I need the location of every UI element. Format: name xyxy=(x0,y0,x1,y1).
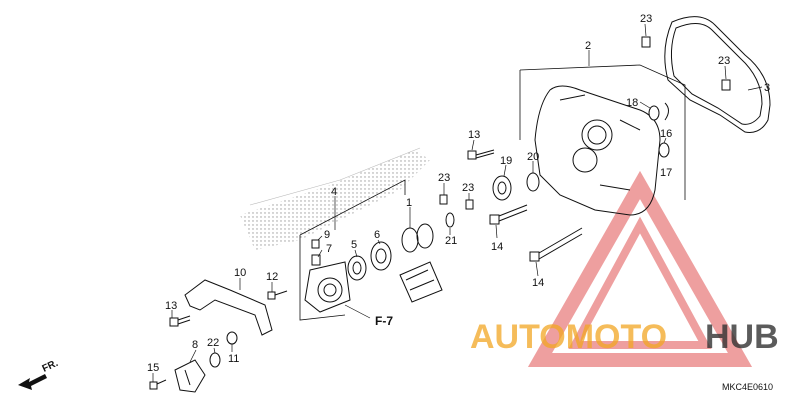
bearing xyxy=(492,175,512,201)
pump-body xyxy=(304,239,351,313)
seal-ring xyxy=(526,172,540,192)
label-part-23: 23 xyxy=(640,13,652,25)
label-part-14: 14 xyxy=(491,241,503,253)
label-part-2: 2 xyxy=(585,40,591,52)
label-part-13: 13 xyxy=(468,129,480,141)
bolt xyxy=(467,149,495,160)
o-ring xyxy=(658,142,670,158)
bolt xyxy=(169,315,191,327)
label-part-12: 12 xyxy=(266,271,278,283)
watermark-logo xyxy=(527,170,753,367)
o-ring xyxy=(401,227,419,253)
watermark-brand-a: AUTOMOTO xyxy=(470,318,667,356)
o-ring xyxy=(226,331,238,345)
front-direction-arrow: FR. xyxy=(18,358,60,390)
label-part-15: 15 xyxy=(147,362,159,374)
label-part-23: 23 xyxy=(438,172,450,184)
gasket-part xyxy=(664,16,771,133)
cover-part xyxy=(534,85,661,216)
label-part-6: 6 xyxy=(374,229,380,241)
diagram-code: MKC4E0610 xyxy=(722,382,773,392)
bracket-part xyxy=(184,279,273,336)
bolt xyxy=(267,290,288,300)
label-part-5: 5 xyxy=(351,239,357,251)
bolt xyxy=(489,204,528,225)
dowel-pin xyxy=(721,79,731,91)
label-part-17: 17 xyxy=(660,167,672,179)
bearing xyxy=(347,255,367,281)
dowel-pin xyxy=(465,199,474,210)
oil-seal xyxy=(648,105,660,121)
label-part-18: 18 xyxy=(626,97,638,109)
label-part-23: 23 xyxy=(462,182,474,194)
label-part-20: 20 xyxy=(527,151,539,163)
label-part-7: 7 xyxy=(326,243,332,255)
label-part-10: 10 xyxy=(234,267,246,279)
o-ring xyxy=(209,352,221,368)
leader-lines xyxy=(152,23,763,382)
label-part-19: 19 xyxy=(500,155,512,167)
reference-label: F-7 xyxy=(375,314,393,328)
label-part-22: 22 xyxy=(207,337,219,349)
label-part-4: 4 xyxy=(331,186,337,198)
label-part-8: 8 xyxy=(192,339,198,351)
o-ring xyxy=(445,212,455,228)
fitting-part xyxy=(174,359,206,393)
bolt xyxy=(149,379,167,390)
label-part-23: 23 xyxy=(718,55,730,67)
dowel-pin xyxy=(439,194,448,205)
label-part-1: 1 xyxy=(406,197,412,209)
label-part-21: 21 xyxy=(445,235,457,247)
bolt xyxy=(529,227,583,262)
label-part-3: 3 xyxy=(764,82,770,94)
direction-label: FR. xyxy=(41,358,60,375)
assembly-frame-2 xyxy=(519,64,686,200)
gasket-plate xyxy=(399,261,443,303)
label-part-13: 13 xyxy=(165,300,177,312)
collar xyxy=(370,241,392,271)
label-part-14: 14 xyxy=(532,277,544,289)
dowel-pin xyxy=(641,36,651,48)
label-part-11: 11 xyxy=(228,353,239,365)
label-part-16: 16 xyxy=(660,128,672,140)
watermark-brand-b: HUB xyxy=(705,318,779,356)
label-part-9: 9 xyxy=(324,229,330,241)
